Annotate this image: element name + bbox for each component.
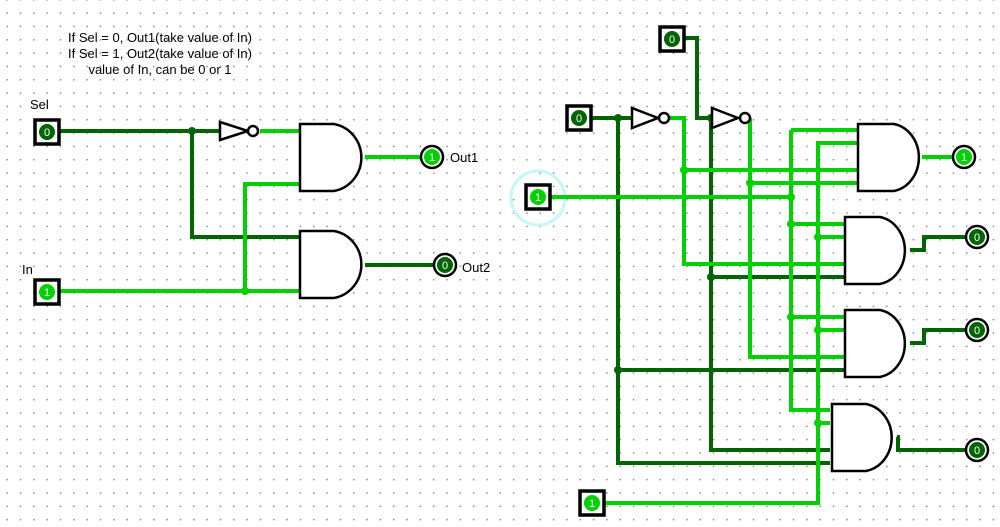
input-pin-enable[interactable]: 1 bbox=[578, 489, 606, 517]
input-pin-select-b[interactable]: 0 bbox=[658, 25, 686, 53]
junction bbox=[787, 193, 795, 201]
svg-text:0: 0 bbox=[974, 325, 980, 337]
svg-text:0: 0 bbox=[669, 34, 675, 46]
junction bbox=[814, 419, 822, 427]
output-pin-y0: 1 bbox=[951, 144, 977, 170]
output-pin-y3: 0 bbox=[964, 437, 990, 463]
wire-y3 bbox=[896, 435, 966, 452]
svg-text:1: 1 bbox=[429, 152, 435, 164]
wire-not-a bbox=[670, 116, 845, 266]
and-gate-y2[interactable] bbox=[843, 308, 907, 379]
output-pin-y1: 0 bbox=[964, 224, 990, 250]
output-pin-out1: 1 bbox=[419, 144, 445, 170]
svg-text:1: 1 bbox=[535, 192, 541, 204]
junction bbox=[614, 366, 622, 374]
wire-in-to-and1 bbox=[243, 182, 300, 291]
input-pin-in[interactable]: 1 bbox=[33, 278, 61, 306]
and-gate-y1[interactable] bbox=[843, 215, 907, 286]
wire-y2 bbox=[910, 328, 966, 345]
svg-text:0: 0 bbox=[974, 232, 980, 244]
and-gate-out2[interactable] bbox=[298, 229, 363, 300]
not-gate-a[interactable] bbox=[630, 106, 671, 130]
wire-sel-to-and2 bbox=[190, 131, 300, 239]
not-gate-b[interactable] bbox=[710, 106, 752, 130]
annotation-line-1: If Sel = 0, Out1(take value of In) bbox=[68, 30, 252, 45]
right-circuit: 0 0 1 1 1 0 0 bbox=[509, 25, 990, 517]
and-gate-y3[interactable] bbox=[830, 402, 893, 473]
input-pin-select-a[interactable]: 0 bbox=[565, 104, 593, 132]
output-pin-out2: 0 bbox=[432, 252, 458, 278]
junction bbox=[746, 179, 754, 187]
wire-a-down bbox=[616, 118, 830, 465]
label-out2: Out2 bbox=[462, 260, 491, 275]
not-gate[interactable] bbox=[218, 120, 260, 142]
wire-b bbox=[684, 36, 712, 120]
wire-b-down bbox=[709, 118, 830, 452]
svg-text:1: 1 bbox=[44, 287, 50, 299]
junction bbox=[188, 127, 196, 135]
circuit-annotation: If Sel = 0, Out1(take value of In) If Se… bbox=[45, 30, 275, 78]
and-gate-y0[interactable] bbox=[856, 122, 921, 193]
annotation-line-2: If Sel = 1, Out2(take value of In) bbox=[68, 46, 252, 61]
junction bbox=[680, 166, 688, 174]
wire-enable bbox=[602, 141, 858, 505]
svg-text:0: 0 bbox=[442, 260, 448, 272]
junction bbox=[814, 326, 822, 334]
label-sel: Sel bbox=[30, 97, 49, 112]
label-out1: Out1 bbox=[450, 150, 479, 165]
wire-y1 bbox=[910, 235, 966, 252]
annotation-line-3: value of In, can be 0 or 1 bbox=[88, 62, 232, 77]
svg-text:1: 1 bbox=[589, 498, 595, 510]
input-pin-data[interactable]: 1 bbox=[524, 183, 552, 211]
svg-text:0: 0 bbox=[44, 127, 50, 139]
svg-text:1: 1 bbox=[961, 152, 967, 164]
and-gate-out1[interactable] bbox=[298, 122, 363, 193]
junction bbox=[614, 114, 622, 122]
svg-text:0: 0 bbox=[576, 113, 582, 125]
junction bbox=[787, 313, 795, 321]
junction bbox=[787, 220, 795, 228]
junction bbox=[707, 273, 715, 281]
junction bbox=[241, 287, 249, 295]
input-pin-sel[interactable]: 0 bbox=[33, 118, 61, 146]
svg-text:0: 0 bbox=[974, 445, 980, 457]
output-pin-y2: 0 bbox=[964, 317, 990, 343]
junction bbox=[814, 233, 822, 241]
label-in: In bbox=[22, 262, 33, 277]
left-circuit: 0 1 1 0 bbox=[33, 118, 458, 306]
